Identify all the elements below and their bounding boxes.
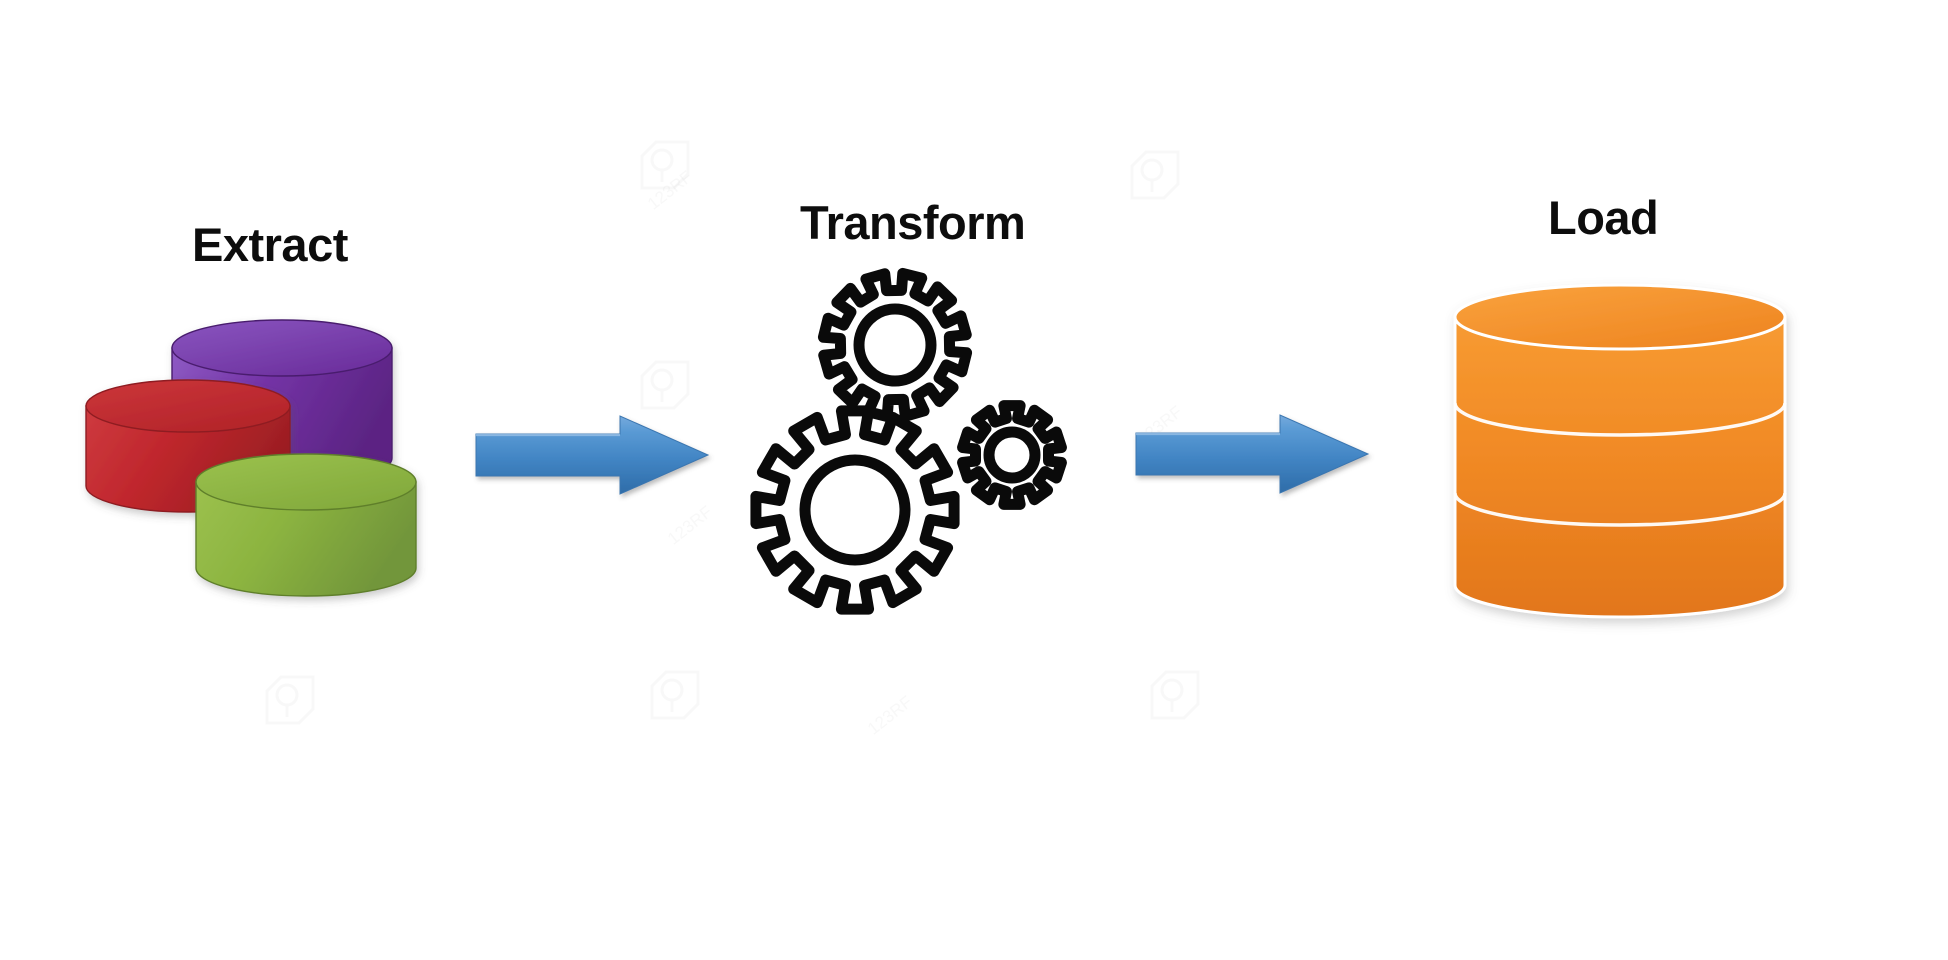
stock-photo-watermark-icon: 123RF: [642, 140, 729, 216]
svg-text:123RF: 123RF: [864, 692, 916, 738]
gear-center-hole: [983, 426, 1041, 484]
gear-large-icon: [750, 405, 960, 615]
svg-text:123RF: 123RF: [644, 167, 696, 213]
stock-photo-watermark-icon: [255, 665, 325, 735]
stock-photo-watermark-icon: [1140, 660, 1210, 730]
gear-small-icon: [957, 400, 1067, 510]
stock-photo-watermark-icon: [640, 660, 710, 730]
load-cylinder-top-cap: [1453, 283, 1787, 351]
transform-gears: [730, 255, 1080, 615]
load-cylinder-body: [1453, 315, 1787, 619]
right-arrow-icon: [475, 415, 710, 495]
gear-top-icon: [817, 267, 973, 423]
right-arrow-icon: [1135, 414, 1370, 494]
gear-center-hole: [799, 454, 911, 566]
stage-label-extract: Extract: [192, 218, 348, 271]
stock-photo-watermark-icon: [630, 130, 700, 200]
load-database-cylinder: [1430, 283, 1810, 640]
svg-text:123RF: 123RF: [664, 502, 716, 548]
gear-center-hole: [853, 303, 937, 387]
stock-photo-watermark-icon: 123RF: [862, 665, 949, 741]
load-cylinder-tier-divider: [1453, 402, 1787, 437]
load-cylinder-tier-divider: [1453, 492, 1787, 527]
stage-label-load: Load: [1548, 191, 1659, 244]
extract-cylinder-green: [195, 453, 417, 597]
stage-label-transform: Transform: [800, 196, 1026, 249]
arrow-extract-to-transform: [470, 410, 715, 500]
stock-photo-watermark-icon: [1120, 140, 1190, 210]
arrow-transform-to-load: [1130, 405, 1375, 500]
extract-source-cylinders: [60, 310, 440, 620]
